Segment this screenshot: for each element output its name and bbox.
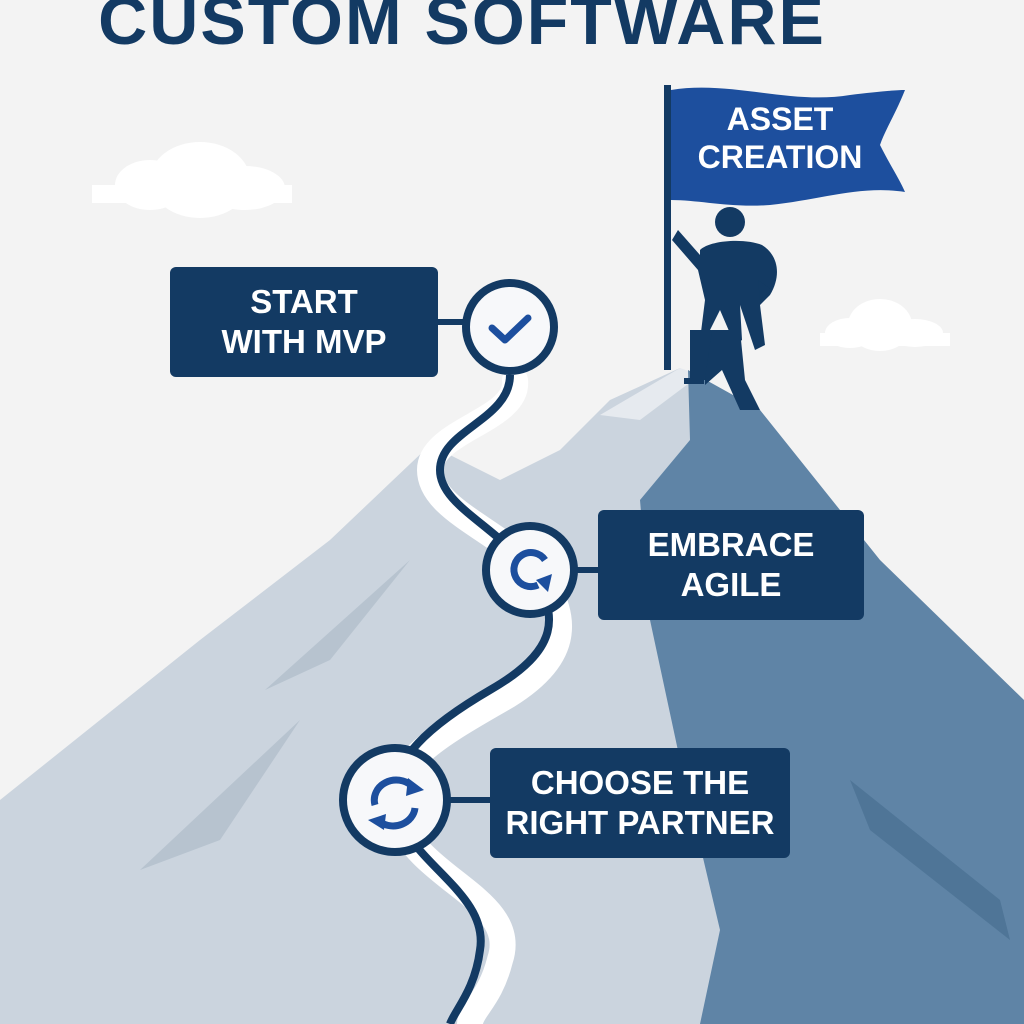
cloud-left	[92, 142, 292, 218]
flag-label-line1: ASSET	[726, 101, 834, 137]
step-3-sync-icon	[339, 744, 451, 856]
mountain-stripe	[850, 780, 1010, 940]
step-2-refresh-icon	[482, 522, 578, 618]
step-3-line2: RIGHT PARTNER	[505, 804, 775, 841]
cloud-right	[820, 299, 950, 351]
page-title: CUSTOM SOFTWARE	[98, 0, 826, 59]
step-2-line2: AGILE	[680, 566, 782, 603]
step-1-checkmark-icon	[462, 279, 558, 375]
trail-highlight	[382, 367, 572, 1024]
flag	[671, 87, 905, 206]
person-silhouette	[672, 207, 777, 410]
mountain-stripe	[140, 720, 300, 870]
flag-label: ASSET CREATION	[680, 100, 880, 176]
flag-pole	[664, 85, 671, 370]
step-2-line1: EMBRACE	[647, 526, 815, 563]
step-1-line2: WITH MVP	[221, 323, 387, 360]
mountain-stripe	[265, 560, 410, 690]
mountain-snow-cap	[600, 368, 700, 420]
step-3-line1: CHOOSE THE	[530, 764, 750, 801]
trail-path	[390, 374, 553, 1024]
flag-label-line2: CREATION	[697, 139, 863, 175]
step-1-line1: START	[250, 283, 358, 320]
